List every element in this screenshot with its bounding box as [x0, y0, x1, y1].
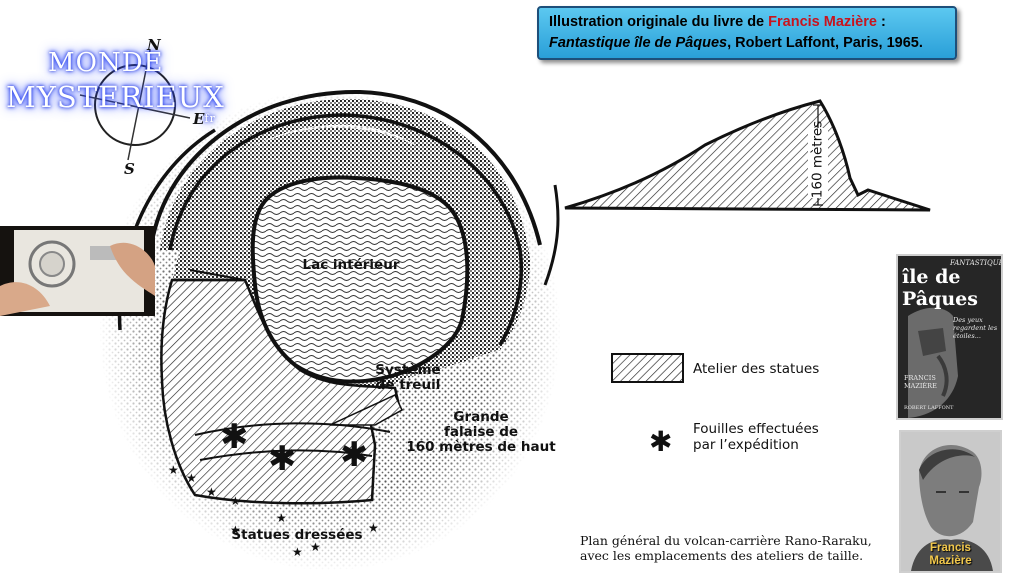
hands-book-image [0, 226, 155, 316]
video-thumbnail[interactable] [0, 226, 155, 316]
compass-north: N [147, 36, 161, 54]
cover-subtitle-line-2: regardent les [953, 324, 998, 332]
statue-star: ★ [230, 523, 241, 537]
statue-star: ★ [206, 485, 217, 499]
legend-excavation-line-1: Fouilles effectuées [693, 421, 819, 437]
figure-caption: Plan général du volcan-carrière Rano-Rar… [580, 533, 872, 563]
source-citation-box: Illustration originale du livre de Franc… [537, 6, 957, 60]
cliff-strip [329, 394, 403, 426]
source-book-title: Fantastique île de Pâques [549, 35, 728, 51]
moai-head-image [898, 256, 1001, 418]
winch-label-line-1: Système [375, 362, 441, 378]
cliff-label: Grande falaise de 160 mètres de haut [398, 410, 564, 455]
source-suffix: : [876, 14, 886, 30]
statues-label: Statues dressées [231, 527, 363, 543]
profile-height-label: 160 mètres [809, 120, 826, 199]
portrait-photo [901, 432, 1000, 571]
cliff-label-line-2: falaise de [443, 424, 519, 440]
cliff-label-line-3: 160 mètres de haut [406, 439, 556, 455]
portrait-name-line-2: Mazière [929, 555, 972, 567]
legend-excavation-icon: ✱ [649, 425, 672, 458]
compass-east: E [193, 110, 205, 128]
cover-subtitle-line-3: étoiles... [953, 332, 981, 340]
cover-author-line-2: MAZIÈRE [904, 382, 937, 390]
source-line-2: Fantastique île de Pâques, Robert Laffon… [549, 33, 945, 54]
cover-title: île de Pâques [902, 266, 978, 310]
crater-rim [117, 89, 560, 361]
excavation-asterisk: ✱ [340, 435, 369, 475]
portrait-name-line-1: Francis [930, 542, 971, 554]
legend-excavation-label: Fouilles effectuées par l’expédition [693, 421, 819, 453]
statue-star: ★ [292, 545, 303, 559]
legend-excavation-line-2: par l’expédition [693, 437, 799, 453]
source-author: Francis Mazière [768, 14, 877, 30]
excavation-markers: ✱ ✱ ✱ [220, 417, 369, 479]
source-prefix: Illustration originale du livre de [549, 14, 769, 30]
caption-line-1: Plan général du volcan-carrière Rano-Rar… [580, 533, 872, 548]
statue-star: ★ [368, 521, 379, 535]
book-cover: FANTASTIQUE île de Pâques Des yeux regar… [896, 254, 1003, 420]
portrait-name: Francis Mazière [901, 542, 1000, 568]
cover-author: FRANCIS MAZIÈRE [904, 374, 937, 390]
legend-workshop-label: Atelier des statues [693, 361, 820, 377]
cliff-label-line-1: Grande [453, 409, 509, 425]
statue-star: ★ [276, 511, 287, 525]
cover-author-line-1: FRANCIS [904, 374, 936, 382]
source-publisher: , Robert Laffont, Paris, 1965. [727, 35, 923, 51]
volcano-profile [564, 99, 931, 212]
cover-small-title: FANTASTIQUE [950, 259, 1003, 267]
lake-label: Lac intérieur [302, 257, 400, 273]
statue-star: ★ [168, 463, 179, 477]
logo-tld: .fr [200, 112, 216, 125]
inner-lake [250, 175, 470, 384]
logo-word-mysterieux: MYSTERIEUX [6, 80, 225, 114]
excavation-asterisk: ✱ [268, 439, 297, 479]
compass-south: S [124, 160, 135, 178]
cover-subtitle-line-1: Des yeux [953, 316, 983, 324]
cover-publisher: ROBERT LAFFONT [904, 405, 954, 411]
logo-word-monde: MONDE [48, 48, 164, 78]
source-line-1: Illustration originale du livre de Franc… [549, 12, 945, 33]
standing-statue-markers: ★ ★ ★ ★ ★ ★ ★ ★ ★ [168, 463, 379, 559]
excavation-asterisk: ✱ [220, 417, 249, 457]
winch-label: Système de treuil [368, 363, 448, 393]
statue-star: ★ [310, 540, 321, 554]
author-portrait: Francis Mazière [899, 430, 1002, 573]
compass-rose [79, 49, 191, 161]
legend-workshop-swatch [611, 353, 684, 383]
caption-line-2: avec les emplacements des ateliers de ta… [580, 548, 864, 563]
statue-star: ★ [230, 494, 241, 508]
cover-subtitle: Des yeux regardent les étoiles... [953, 316, 997, 340]
winch-label-line-2: de treuil [375, 377, 441, 393]
statue-star: ★ [186, 471, 197, 485]
